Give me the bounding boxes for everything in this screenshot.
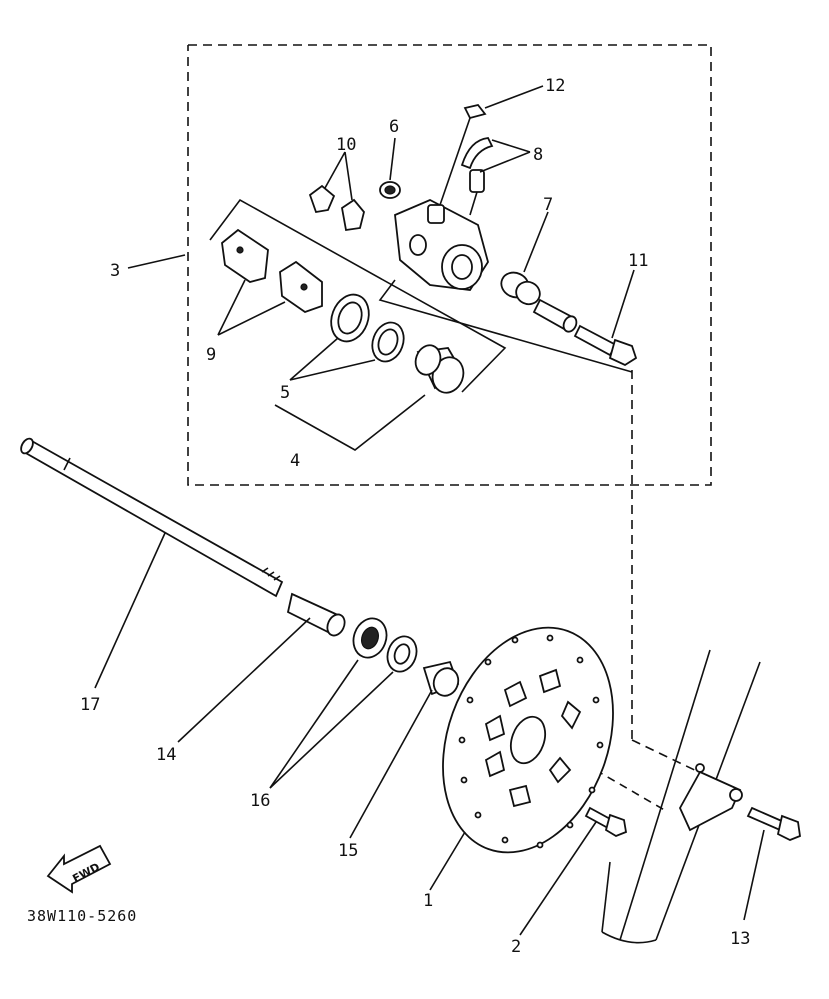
brake-caliper [394, 199, 489, 291]
caliper-kit-bracket [209, 198, 633, 451]
callout-10: 10 [336, 135, 356, 155]
brake-pads [221, 228, 323, 314]
bleed-screw-cap [379, 181, 401, 199]
disc-vent-holes [484, 668, 582, 808]
callout-7: 7 [543, 195, 553, 215]
callout-14: 14 [156, 745, 176, 765]
wheel-bearing-and-seal [352, 617, 418, 673]
callout-6: 6 [389, 117, 399, 137]
callout-12: 12 [545, 76, 565, 96]
retaining-clip [439, 103, 487, 206]
callout-4: 4 [290, 451, 300, 471]
callout-2: 2 [511, 937, 521, 957]
fork-bolt [746, 806, 801, 841]
callout-3: 3 [110, 261, 120, 281]
disc-drill-holes [458, 634, 604, 849]
piston [414, 344, 465, 394]
part-code: 38W110-5260 [27, 907, 137, 925]
callout-17: 17 [80, 695, 100, 715]
callout-11: 11 [628, 251, 648, 271]
front-fork-leg [601, 649, 761, 944]
caliper-assembly-boundary [187, 44, 712, 813]
caliper-bolt [573, 324, 638, 367]
forward-direction-arrow: FWD [46, 844, 112, 894]
callout-9: 9 [206, 345, 216, 365]
caliper-sleeve [532, 298, 578, 333]
pad-pins [460, 137, 494, 216]
spacer-collar [286, 592, 346, 637]
pad-springs [308, 184, 365, 232]
piston-seals [330, 293, 405, 363]
leader-lines [94, 85, 765, 936]
disc-bolt [584, 806, 628, 838]
callout-8: 8 [533, 145, 543, 165]
callout-16: 16 [250, 791, 270, 811]
hub-collar [422, 660, 460, 697]
callout-labels: 1 2 3 4 5 6 7 8 9 10 11 12 13 14 15 16 1… [80, 76, 750, 957]
callout-13: 13 [730, 929, 750, 949]
callout-5: 5 [280, 383, 290, 403]
callout-1: 1 [423, 891, 433, 911]
brake-disc [442, 626, 614, 854]
callout-15: 15 [338, 841, 358, 861]
axle [20, 437, 284, 598]
caliper-boot [500, 271, 541, 306]
